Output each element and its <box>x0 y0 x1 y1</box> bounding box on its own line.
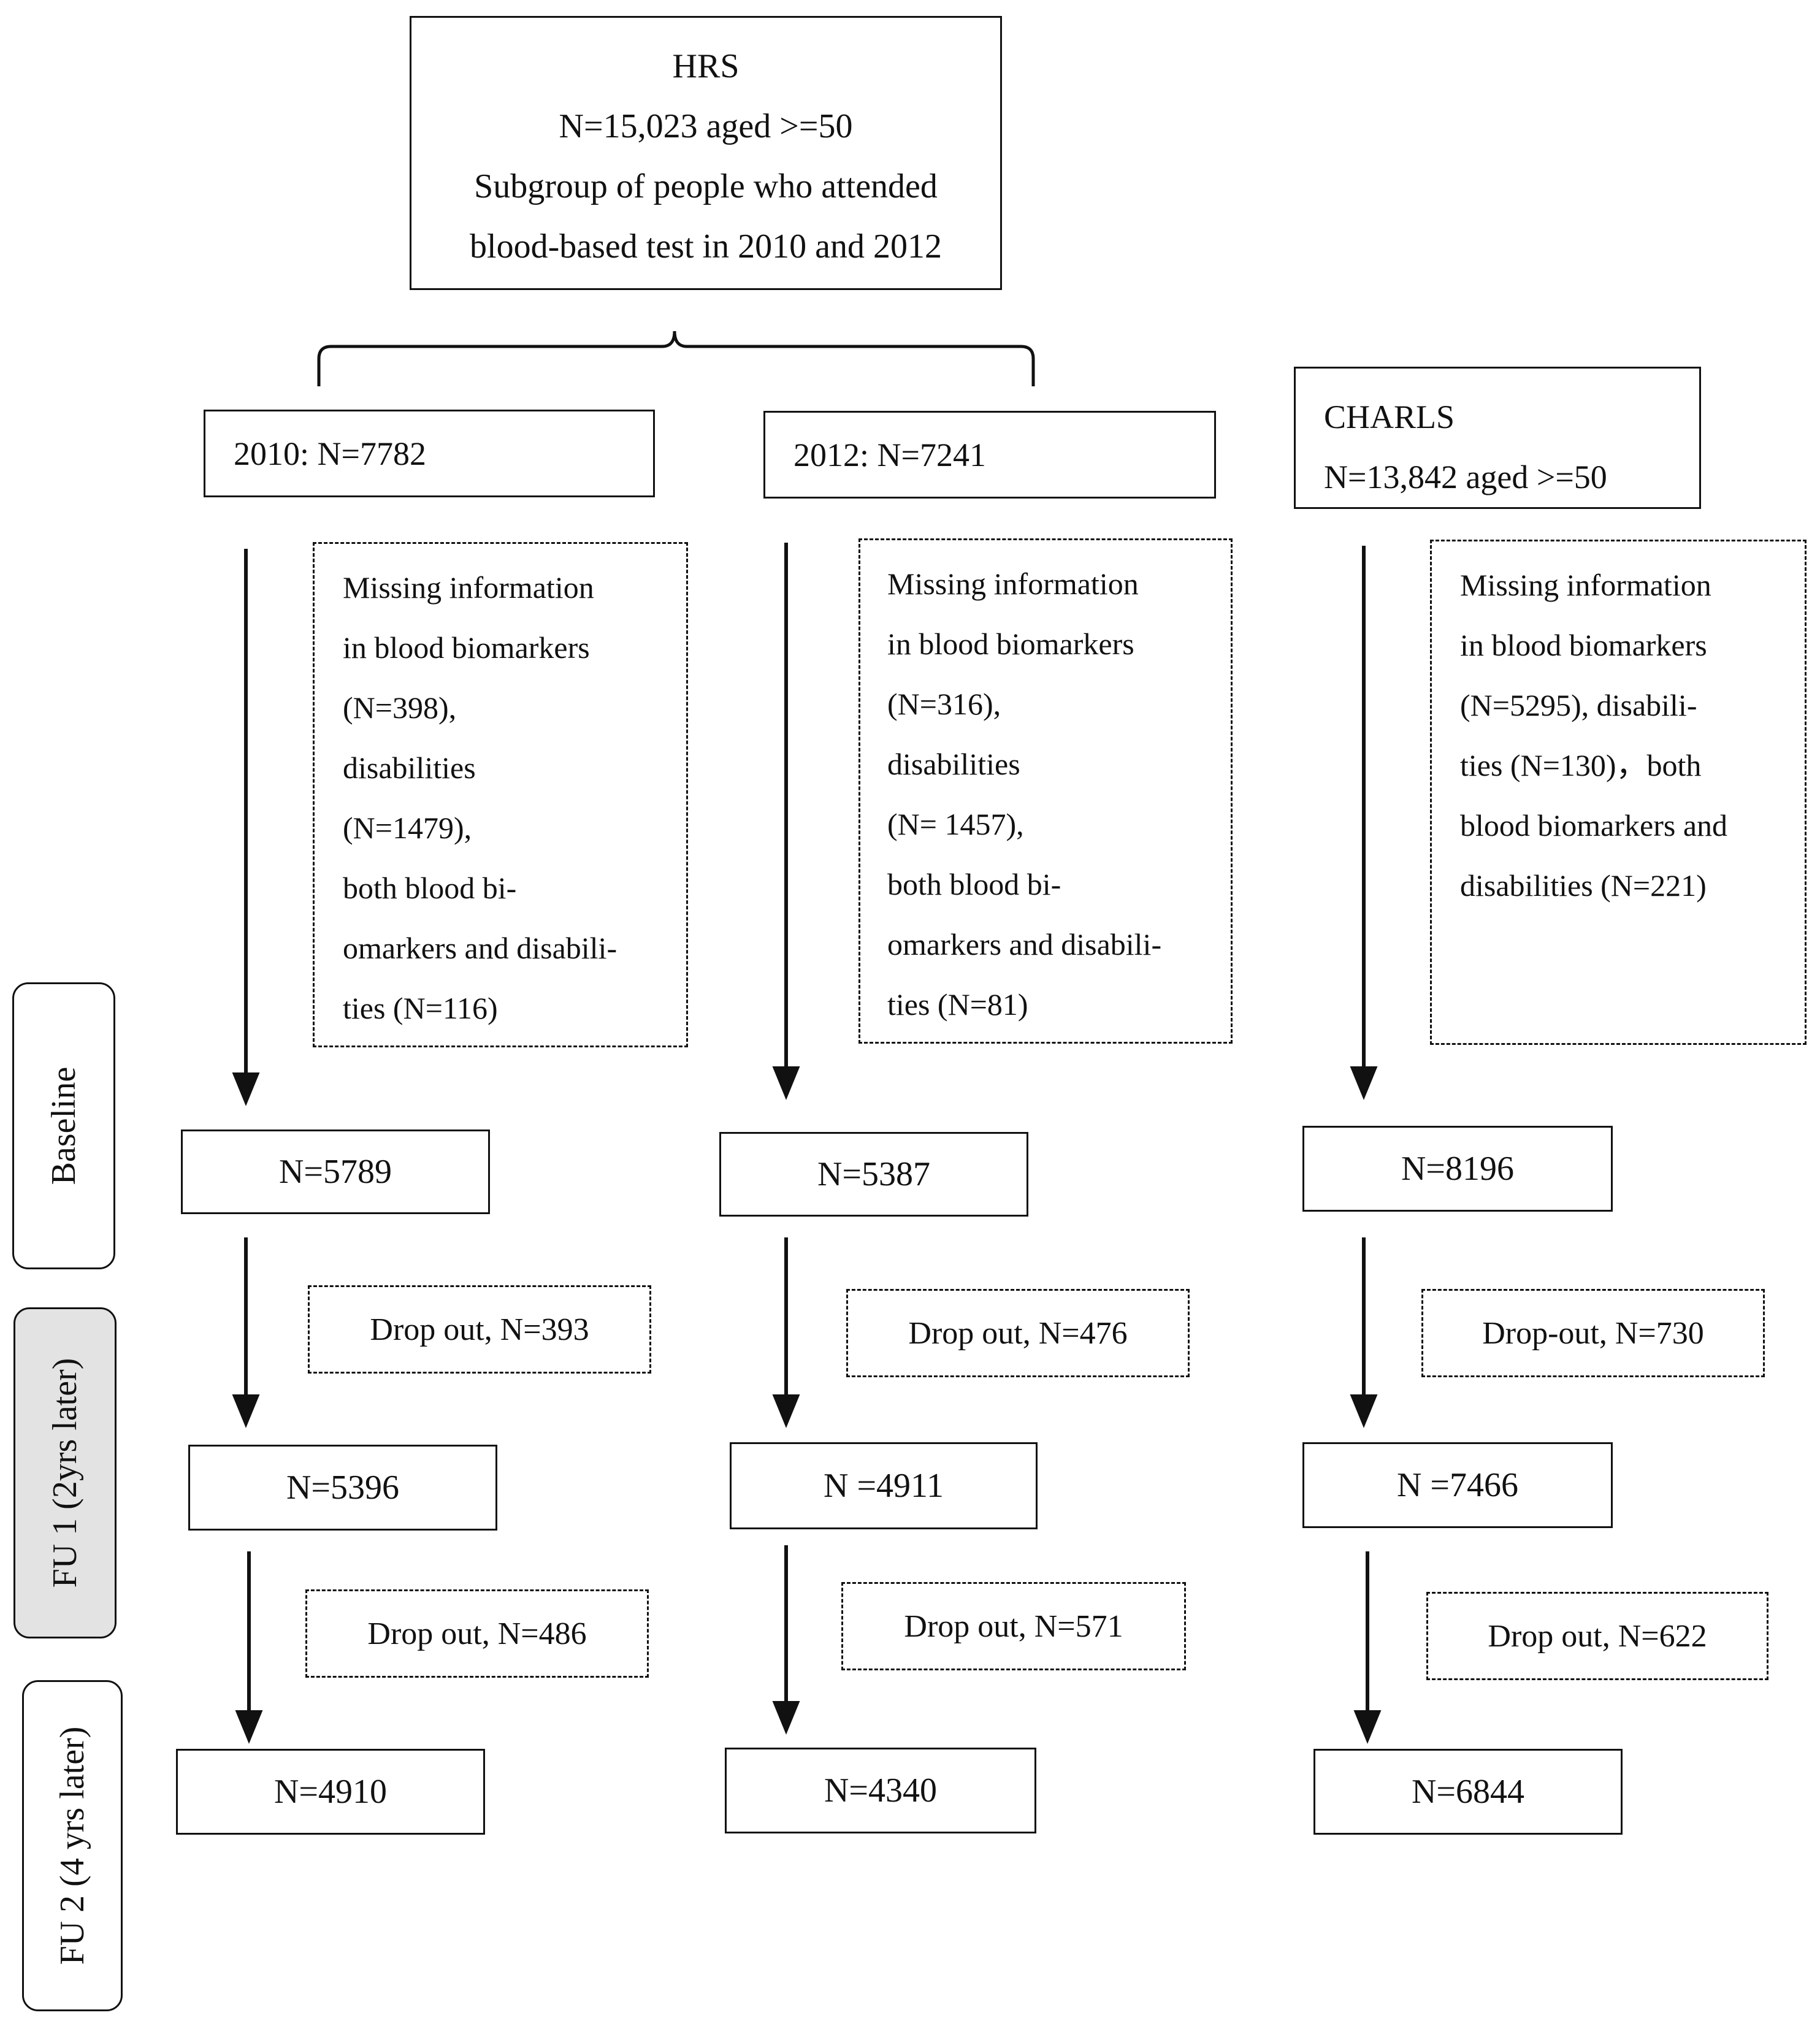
missing-info-2010: Missing information in blood biomarkers … <box>313 542 688 1047</box>
stage-fu1: FU 1 (2yrs later) <box>13 1307 117 1638</box>
fu2-2012-box: N=4340 <box>725 1748 1036 1833</box>
hrs-description-2: blood-based test in 2010 and 2012 <box>470 227 942 266</box>
hrs-description-1: Subgroup of people who attended <box>474 167 938 205</box>
fu1-2010-box: N=5396 <box>188 1445 497 1531</box>
missing-2010-line: in blood biomarkers <box>343 630 590 665</box>
missing-2010-line: disabilities <box>343 751 476 785</box>
hrs-title: HRS <box>672 47 740 85</box>
arrows-2010 <box>232 549 263 1744</box>
missing-2012-line: disabilities <box>887 747 1020 781</box>
fu2-charls-box: N=6844 <box>1313 1749 1623 1835</box>
cohort-2010-label: 2010: N=7782 <box>234 435 426 472</box>
cohort-2010-box: 2010: N=7782 <box>204 410 655 497</box>
missing-2012-line: omarkers and disabili- <box>887 927 1162 961</box>
cohort-2012-box: 2012: N=7241 <box>763 411 1216 499</box>
missing-2012-line: (N=316), <box>887 687 1001 721</box>
baseline-2012-box: N=5387 <box>719 1132 1028 1217</box>
missing-charls-line: in blood biomarkers <box>1460 628 1707 662</box>
missing-2012-line: both blood bi- <box>887 867 1061 901</box>
missing-info-charls: Missing information in blood biomarkers … <box>1430 540 1807 1045</box>
missing-2010-line: (N=398), <box>343 690 457 725</box>
hrs-split-brace <box>317 331 1035 386</box>
stage-fu1-label: FU 1 (2yrs later) <box>46 1358 84 1588</box>
stage-fu2-label: FU 2 (4 yrs later) <box>53 1726 91 1965</box>
missing-2010-line: (N=1479), <box>343 811 472 845</box>
baseline-2010-box: N=5789 <box>181 1130 490 1214</box>
missing-2012-line: ties (N=81) <box>887 987 1028 1022</box>
missing-2010-line: ties (N=116) <box>343 991 498 1025</box>
missing-info-2012: Missing information in blood biomarkers … <box>858 538 1233 1044</box>
fu2-2010-box: N=4910 <box>176 1749 485 1835</box>
fu1-2012-box: N =4911 <box>730 1442 1038 1529</box>
fu1-charls-box: N =7466 <box>1302 1442 1613 1528</box>
hrs-sample-size: N=15,023 aged >=50 <box>559 107 853 145</box>
cohort-2012-label: 2012: N=7241 <box>793 436 986 473</box>
missing-charls-line: ties (N=130)，both <box>1460 748 1702 782</box>
dropout-fu1-charls: Drop-out, N=730 <box>1421 1289 1765 1377</box>
dropout-fu1-2012: Drop out, N=476 <box>846 1289 1190 1377</box>
dropout-fu2-charls: Drop out, N=622 <box>1426 1592 1768 1680</box>
charls-box: CHARLS N=13,842 aged >=50 <box>1294 367 1701 509</box>
missing-2010-line: Missing information <box>343 570 594 605</box>
missing-2012-line: in blood biomarkers <box>887 627 1134 661</box>
stage-baseline-label: Baseline <box>45 1066 83 1185</box>
arrows-charls <box>1350 546 1382 1744</box>
dropout-fu2-2012: Drop out, N=571 <box>841 1582 1186 1670</box>
missing-2010-line: both blood bi- <box>343 871 517 905</box>
dropout-fu2-2010: Drop out, N=486 <box>305 1589 649 1678</box>
charls-title: CHARLS <box>1324 399 1455 435</box>
stage-baseline: Baseline <box>12 982 115 1269</box>
missing-2010-line: omarkers and disabili- <box>343 931 618 965</box>
missing-charls-line: blood biomarkers and <box>1460 808 1728 843</box>
missing-2012-line: Missing information <box>887 567 1139 601</box>
dropout-fu1-2010: Drop out, N=393 <box>308 1285 651 1374</box>
baseline-charls-box: N=8196 <box>1302 1126 1613 1212</box>
hrs-box: HRS N=15,023 aged >=50 Subgroup of peopl… <box>410 16 1002 290</box>
missing-charls-line: Missing information <box>1460 568 1711 602</box>
missing-charls-line: (N=5295), disabili- <box>1460 688 1697 722</box>
stage-fu2: FU 2 (4 yrs later) <box>22 1680 123 2011</box>
charls-sample-size: N=13,842 aged >=50 <box>1324 459 1607 495</box>
missing-2012-line: (N= 1457), <box>887 807 1024 841</box>
arrows-2012 <box>772 543 800 1735</box>
missing-charls-line: disabilities (N=221) <box>1460 868 1707 903</box>
